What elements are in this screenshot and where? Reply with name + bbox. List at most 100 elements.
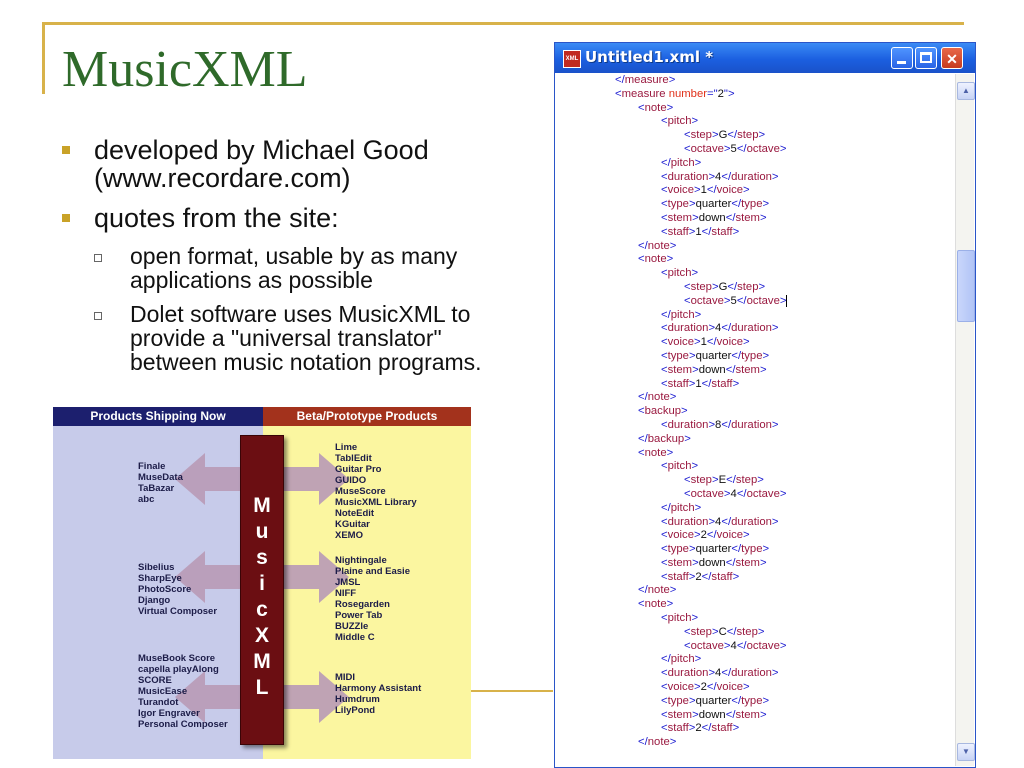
code-line[interactable]: </note> — [638, 391, 677, 404]
product-name: SCORE — [138, 675, 172, 686]
diagram-header-right: Beta/Prototype Products — [263, 407, 471, 426]
minimize-icon — [897, 61, 906, 64]
code-line[interactable]: </note> — [638, 584, 677, 597]
code-line[interactable]: <type>quarter</type> — [661, 349, 770, 362]
code-line[interactable]: <type>quarter</type> — [661, 543, 770, 556]
code-line[interactable]: <step>E</step> — [684, 474, 764, 487]
code-line[interactable]: <type>quarter</type> — [661, 694, 770, 707]
code-line[interactable]: <note> — [638, 101, 674, 114]
code-line[interactable]: <staff>2</staff> — [661, 570, 740, 583]
code-line[interactable]: </note> — [638, 239, 677, 252]
product-name: NIFF — [335, 588, 357, 599]
square-bullet-icon — [62, 146, 70, 154]
code-line[interactable]: <staff>1</staff> — [661, 377, 740, 390]
code-line[interactable]: </pitch> — [661, 501, 702, 514]
code-line[interactable]: <voice>2</voice> — [661, 681, 750, 694]
code-line[interactable]: <voice>2</voice> — [661, 529, 750, 542]
xml-code-area[interactable]: </measure><measure number="2"><note><pit… — [555, 74, 954, 766]
slide-title: MusicXML — [62, 41, 308, 98]
product-name: Rosegarden — [335, 599, 390, 610]
diagram-header-left: Products Shipping Now — [53, 407, 263, 426]
code-line[interactable]: <voice>1</voice> — [661, 184, 750, 197]
code-line[interactable]: <staff>2</staff> — [661, 722, 740, 735]
code-line[interactable]: <backup> — [638, 405, 688, 418]
code-line[interactable]: <note> — [638, 598, 674, 611]
code-line[interactable]: <pitch> — [661, 612, 699, 625]
maximize-button[interactable] — [915, 47, 937, 69]
arrow-up-icon: ▲ — [962, 86, 970, 95]
code-line[interactable]: </pitch> — [661, 308, 702, 321]
subbullet-text: open format, usable by as many applicati… — [130, 243, 458, 293]
close-icon: ✕ — [946, 51, 958, 67]
bullet-text: developed by Michael Good (www.recordare… — [94, 135, 429, 193]
code-line[interactable]: </pitch> — [661, 653, 702, 666]
code-line[interactable]: <stem>down</stem> — [661, 708, 767, 721]
code-line[interactable]: <step>G</step> — [684, 129, 766, 142]
product-name: Sibelius — [138, 562, 175, 573]
product-name: MuseData — [138, 472, 183, 483]
code-line[interactable]: <duration>4</duration> — [661, 170, 779, 183]
code-line[interactable]: <duration>4</duration> — [661, 667, 779, 680]
code-line[interactable]: </measure> — [615, 74, 676, 86]
code-line[interactable]: <voice>1</voice> — [661, 336, 750, 349]
product-name: Lime — [335, 442, 358, 453]
code-line[interactable]: <duration>4</duration> — [661, 515, 779, 528]
vertical-scrollbar[interactable]: ▲ ▼ — [955, 74, 975, 766]
product-name: abc — [138, 494, 155, 505]
pillar-letter: M — [253, 650, 271, 673]
product-name: MuseScore — [335, 486, 386, 497]
code-line[interactable]: <staff>1</staff> — [661, 225, 740, 238]
code-line[interactable]: <stem>down</stem> — [661, 211, 767, 224]
code-line[interactable]: <note> — [638, 446, 674, 459]
maximize-icon — [920, 52, 932, 63]
code-line[interactable]: <octave>4</octave> — [684, 639, 787, 652]
code-line[interactable]: <type>quarter</type> — [661, 198, 770, 211]
arrow-down-icon: ▼ — [962, 747, 970, 756]
product-name: Humdrum — [335, 694, 380, 705]
product-name: MuseBook Score — [138, 653, 216, 664]
code-line[interactable]: </backup> — [638, 432, 691, 445]
minimize-button[interactable] — [891, 47, 913, 69]
product-name: Igor Engraver — [138, 708, 200, 719]
code-line[interactable]: <note> — [638, 253, 674, 266]
bullet-item: quotes from the site: — [62, 204, 502, 232]
code-line[interactable]: <duration>4</duration> — [661, 322, 779, 335]
code-line[interactable]: <octave>4</octave> — [684, 487, 787, 500]
code-line[interactable]: <step>C</step> — [684, 625, 765, 638]
scroll-down-button[interactable]: ▼ — [957, 743, 975, 761]
pillar-letter: X — [254, 624, 269, 647]
code-line[interactable]: </pitch> — [661, 156, 702, 169]
close-button[interactable]: ✕ — [941, 47, 963, 69]
hollow-square-bullet-icon — [94, 312, 102, 320]
product-name: MIDI — [335, 672, 356, 683]
slide-accent-line-top — [42, 22, 964, 25]
pillar-letter: c — [256, 598, 268, 621]
code-line[interactable]: <measure number="2"> — [615, 87, 735, 100]
code-line[interactable]: <pitch> — [661, 267, 699, 280]
code-line[interactable]: <pitch> — [661, 115, 699, 128]
square-bullet-icon — [62, 214, 70, 222]
code-line[interactable]: <step>G</step> — [684, 280, 766, 293]
product-name: TablEdit — [335, 453, 372, 464]
code-line[interactable]: <octave>5</octave> — [684, 142, 787, 155]
pillar-letter: L — [255, 676, 269, 699]
product-name: GUIDO — [335, 475, 367, 486]
pillar-letter: u — [255, 520, 269, 543]
window-titlebar[interactable]: XML Untitled1.xml * ✕ — [555, 43, 975, 73]
product-name: Guitar Pro — [335, 464, 382, 475]
code-line[interactable]: <stem>down</stem> — [661, 363, 767, 376]
scroll-up-button[interactable]: ▲ — [957, 82, 975, 100]
code-line[interactable]: </note> — [638, 736, 677, 749]
code-line[interactable]: <stem>down</stem> — [661, 556, 767, 569]
hollow-square-bullet-icon — [94, 254, 102, 262]
code-line[interactable]: <pitch> — [661, 460, 699, 473]
code-line[interactable]: <octave>5</octave> — [684, 294, 788, 307]
product-name: XEMO — [335, 530, 363, 541]
pillar-letter: M — [253, 494, 271, 517]
scrollbar-thumb[interactable] — [957, 250, 975, 322]
subbullet-text: Dolet software uses MusicXML to provide … — [130, 301, 482, 375]
code-line[interactable]: <duration>8</duration> — [661, 418, 779, 431]
